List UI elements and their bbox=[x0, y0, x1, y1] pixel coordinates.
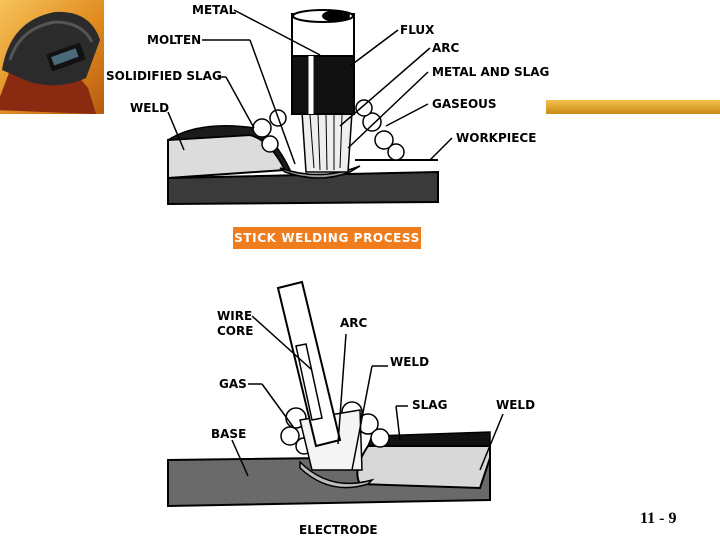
caption-box: STICK WELDING PROCESS bbox=[233, 227, 421, 249]
molten-pool bbox=[279, 165, 361, 179]
label-metal: METAL bbox=[192, 3, 237, 17]
label-gas: GAS bbox=[219, 377, 247, 391]
page-number: 11 - 9 bbox=[640, 510, 677, 527]
welder-helmet-icon bbox=[0, 11, 100, 114]
flux-coating bbox=[291, 55, 355, 115]
welder-helmet-logo bbox=[0, 0, 104, 114]
label-core: CORE bbox=[217, 324, 253, 338]
label-weld: WELD bbox=[130, 101, 169, 115]
label-electrode: ELECTRODE bbox=[299, 523, 378, 537]
label-arc-bottom: ARC bbox=[340, 316, 368, 330]
gaseous-shield-cloud bbox=[252, 99, 405, 161]
label-base: BASE bbox=[211, 427, 246, 441]
label-arc: ARC bbox=[432, 41, 460, 55]
label-slag: SLAG bbox=[412, 398, 447, 412]
label-weld-arrow: WELD bbox=[390, 355, 429, 369]
stick-welding-diagram: METAL MOLTEN SOLIDIFIED SLAG WELD FLUX A… bbox=[106, 3, 549, 206]
label-molten: MOLTEN bbox=[147, 33, 201, 47]
weld-bead-right bbox=[356, 445, 491, 490]
flux-cored-welding-diagram: WIRE CORE ARC WELD GAS SLAG WELD BASE EL… bbox=[167, 280, 535, 537]
label-workpiece: WORKPIECE bbox=[456, 131, 536, 145]
molten-pool-bottom bbox=[299, 460, 375, 489]
caption-stick-welding: STICK WELDING PROCESS bbox=[234, 231, 420, 245]
label-gaseous: GASEOUS bbox=[432, 97, 497, 111]
label-metal-and-slag: METAL AND SLAG bbox=[432, 65, 549, 79]
wire-core bbox=[295, 343, 323, 421]
label-weld-bottom: WELD bbox=[496, 398, 535, 412]
label-wire: WIRE bbox=[217, 309, 252, 323]
label-flux: FLUX bbox=[400, 23, 435, 37]
label-solidified-slag: SOLIDIFIED SLAG bbox=[106, 69, 222, 83]
workpiece-plate bbox=[167, 170, 439, 206]
